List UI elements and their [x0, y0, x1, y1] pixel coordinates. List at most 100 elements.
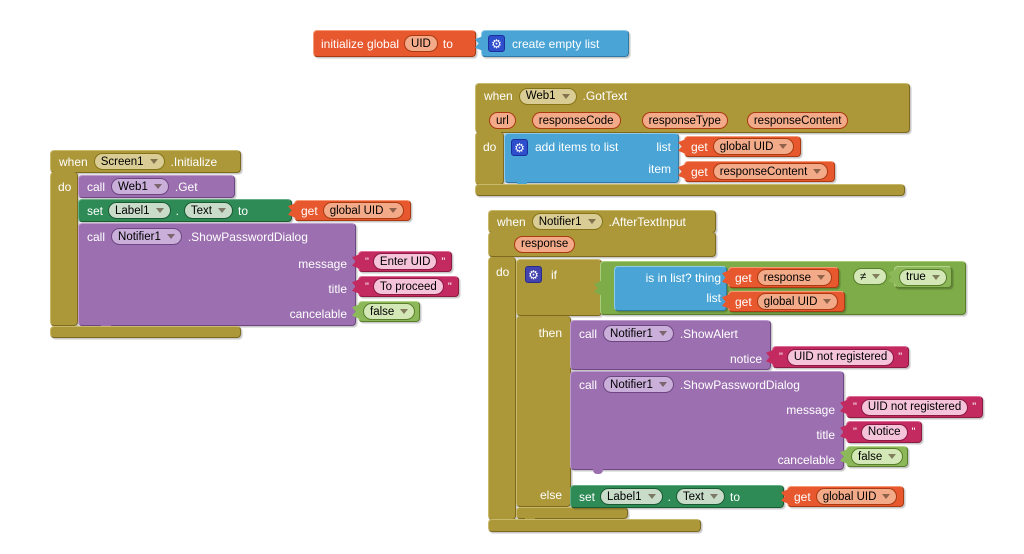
- component-dropdown-label1[interactable]: Label1: [108, 202, 171, 219]
- if-block-bottom-bar[interactable]: [516, 507, 628, 523]
- get-label: get: [735, 270, 752, 285]
- event-name-label: .GotText: [582, 89, 628, 103]
- variable-dropdown[interactable]: global UID: [815, 488, 898, 505]
- open-quote: ": [365, 255, 369, 268]
- component-dropdown-notifier1[interactable]: Notifier1: [111, 228, 182, 245]
- when-screen1-bottom-bar[interactable]: [50, 326, 241, 338]
- then-label: then: [538, 326, 562, 340]
- when-label: when: [497, 214, 526, 229]
- when-label: when: [59, 154, 88, 169]
- block-if-header[interactable]: ⚙ if: [516, 259, 602, 316]
- block-call-showpassworddialog[interactable]: call Notifier1 .ShowPasswordDialog messa…: [570, 371, 844, 474]
- logic-value-dropdown[interactable]: true: [899, 268, 947, 286]
- block-text-uid-not-registered[interactable]: " UID not registered ": [840, 396, 984, 418]
- if-block-spine[interactable]: then else: [516, 316, 571, 507]
- gear-mutator-icon[interactable]: ⚙: [488, 35, 505, 52]
- component-dropdown-notifier1[interactable]: Notifier1: [603, 325, 674, 342]
- list-socket-label: list: [656, 140, 671, 154]
- block-get-global-uid[interactable]: get global UID: [288, 200, 412, 221]
- text-string-field[interactable]: Notice: [860, 423, 908, 441]
- component-name: Notifier1: [610, 327, 653, 340]
- variable-name: response: [763, 271, 811, 284]
- get-label: get: [301, 203, 318, 218]
- variable-dropdown[interactable]: global UID: [756, 293, 839, 310]
- param-responsetype[interactable]: responseType: [641, 112, 728, 129]
- when-web1-bottom-bar[interactable]: [475, 184, 905, 196]
- component-dropdown-web1[interactable]: Web1: [518, 87, 577, 105]
- text-string-field[interactable]: To proceed: [372, 278, 444, 295]
- when-notifier1-params-row[interactable]: response: [488, 232, 716, 257]
- block-text-uid-not-registered[interactable]: " UID not registered ": [766, 346, 910, 368]
- block-get-global-uid[interactable]: get global UID: [722, 291, 846, 312]
- if-label: if: [551, 268, 557, 282]
- when-notifier1-bottom-bar[interactable]: [488, 519, 701, 532]
- param-url[interactable]: url: [489, 112, 516, 129]
- do-label: do: [496, 265, 510, 279]
- gear-mutator-icon[interactable]: ⚙: [525, 266, 542, 283]
- block-when-web1-gottext[interactable]: when Web1 .GotText url responseCode resp…: [475, 83, 910, 133]
- component-name: Label1: [115, 204, 150, 217]
- param-responsecode[interactable]: responseCode: [531, 112, 621, 129]
- component-dropdown-label1[interactable]: Label1: [600, 488, 663, 505]
- block-set-label1-text[interactable]: set Label1 . Text to: [570, 485, 784, 508]
- block-get-responsecontent[interactable]: get responseContent: [678, 161, 836, 182]
- block-call-web1-get[interactable]: call Web1 .Get: [78, 175, 235, 198]
- when-screen1-do-spine[interactable]: do: [50, 172, 78, 326]
- block-when-notifier1-aftertextinput[interactable]: when Notifier1 .AfterTextInput: [488, 210, 716, 233]
- block-plug: [766, 349, 774, 365]
- event-name-label: .AfterTextInput: [608, 214, 686, 229]
- close-quote: ": [972, 401, 977, 413]
- block-add-items-to-list[interactable]: ⚙ add items to list list item: [504, 133, 679, 187]
- variable-name: responseContent: [719, 165, 808, 178]
- create-empty-list-label: create empty list: [512, 36, 600, 51]
- variable-dropdown[interactable]: responseContent: [712, 163, 829, 180]
- block-call-showpassworddialog[interactable]: call Notifier1 .ShowPasswordDialog messa…: [78, 223, 356, 330]
- block-get-response[interactable]: get response: [722, 267, 839, 288]
- open-quote: ": [779, 351, 783, 363]
- variable-dropdown[interactable]: response: [756, 269, 832, 286]
- gear-mutator-icon[interactable]: ⚙: [511, 139, 528, 156]
- block-logic-true[interactable]: true: [888, 266, 952, 288]
- block-text-notice[interactable]: " Notice ": [840, 421, 923, 443]
- block-is-in-list[interactable]: is in list? thing list: [614, 266, 727, 311]
- variable-name: global UID: [763, 295, 818, 308]
- text-string-field[interactable]: Enter UID: [372, 253, 438, 270]
- when-label: when: [484, 89, 513, 103]
- component-dropdown-web1[interactable]: Web1: [111, 178, 169, 195]
- variable-dropdown[interactable]: global UID: [712, 138, 795, 155]
- component-dropdown-screen1[interactable]: Screen1: [93, 153, 165, 170]
- text-string-field[interactable]: UID not registered: [860, 398, 969, 416]
- component-dropdown-notifier1[interactable]: Notifier1: [603, 376, 674, 393]
- variable-dropdown[interactable]: global UID: [322, 202, 405, 219]
- block-initialize-global-uid[interactable]: initialize global UID to: [313, 30, 476, 57]
- block-create-empty-list[interactable]: ⚙ create empty list: [475, 30, 629, 57]
- operator-dropdown[interactable]: ≠: [853, 268, 888, 285]
- component-dropdown-notifier1[interactable]: Notifier1: [531, 213, 603, 230]
- text-string-field[interactable]: UID not registered: [786, 348, 895, 366]
- block-text-to-proceed[interactable]: " To proceed ": [352, 276, 459, 297]
- param-responsecontent[interactable]: responseContent: [746, 112, 849, 129]
- block-call-showalert[interactable]: call Notifier1 .ShowAlert notice: [570, 320, 771, 370]
- get-label: get: [794, 489, 811, 504]
- when-notifier1-do-spine[interactable]: do: [488, 257, 516, 520]
- logic-value-dropdown[interactable]: false: [363, 303, 416, 320]
- property-dropdown-text[interactable]: Text: [675, 488, 725, 505]
- block-set-label1-text[interactable]: set Label1 . Text to: [78, 199, 292, 222]
- global-variable-name-field[interactable]: UID: [404, 35, 438, 52]
- dot-label: .: [175, 203, 179, 218]
- block-when-screen1-initialize[interactable]: when Screen1 .Initialize: [50, 150, 241, 173]
- block-logic-false[interactable]: false: [840, 446, 909, 467]
- block-logic-false[interactable]: false: [352, 301, 421, 322]
- block-get-global-uid[interactable]: get global UID: [781, 486, 905, 507]
- property-dropdown-text[interactable]: Text: [183, 202, 233, 219]
- method-name-label: .ShowPasswordDialog: [679, 377, 800, 392]
- block-not-equal-comparison[interactable]: is in list? thing list get response get …: [594, 261, 966, 315]
- block-plug: [678, 164, 686, 179]
- when-web1-do-spine[interactable]: do: [475, 132, 504, 185]
- block-get-global-uid[interactable]: get global UID: [678, 136, 802, 157]
- param-response[interactable]: response: [514, 235, 576, 253]
- logic-value-dropdown[interactable]: false: [851, 448, 904, 465]
- block-plug: [475, 36, 483, 51]
- block-text-enter-uid[interactable]: " Enter UID ": [352, 251, 453, 272]
